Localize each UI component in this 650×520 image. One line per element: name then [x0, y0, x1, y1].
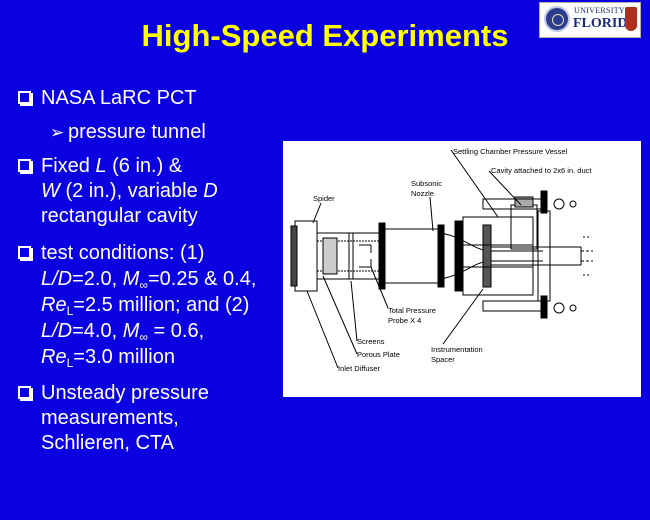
checkbox-bullet-icon [18, 246, 33, 261]
label-screens: Screens [357, 337, 385, 346]
bullet-text: W (2 in.), variable D [41, 180, 218, 202]
checkbox-bullet-icon [18, 159, 33, 174]
bullet-text: NASA LaRC PCT [41, 87, 197, 109]
bullet-text: ReL=3.0 million [41, 346, 175, 370]
slide-title: High-Speed Experiments [141, 18, 509, 53]
bullet-text: Fixed L (6 in.) & [41, 155, 183, 177]
label-inlet-diffuser: Inlet Diffuser [338, 364, 380, 373]
label-nozzle: Nozzle [411, 189, 434, 198]
logo-line-2: FLORIDA [573, 16, 638, 31]
bullet-text: Schlieren, CTA [41, 432, 175, 454]
university-seal-icon [544, 6, 570, 32]
bullet-text: L/D=2.0, M∞=0.25 & 0.4, [41, 268, 257, 292]
label-spacer: Spacer [431, 355, 455, 364]
label-cavity: Cavity attached to 2x6 in. duct [491, 166, 592, 175]
wind-tunnel-drawing: Settling Chamber Pressure Vessel Cavity … [290, 147, 593, 373]
bullet-text: ReL=2.5 million; and (2) [41, 294, 250, 318]
bullet-text: L/D=4.0, M∞ = 0.6, [41, 320, 205, 344]
label-instrumentation: Instrumentation [431, 345, 483, 354]
shield-icon [625, 7, 637, 31]
checkbox-bullet-icon [18, 386, 33, 401]
label-settling-chamber: Settling Chamber Pressure Vessel [453, 147, 568, 156]
label-probe-x4: Probe X 4 [388, 316, 421, 325]
university-logo: UNIVERSITY OF FLORIDA [539, 2, 641, 38]
logo-line-1: UNIVERSITY OF [574, 6, 638, 15]
label-spider: Spider [313, 194, 335, 203]
wind-tunnel-diagram: Settling Chamber Pressure Vessel Cavity … [283, 141, 641, 397]
label-subsonic: Subsonic [411, 179, 442, 188]
arrow-bullet-icon: ➢ [50, 123, 65, 142]
sub-bullet-text: pressure tunnel [68, 121, 206, 143]
checkbox-bullet-icon [18, 91, 33, 106]
label-porous-plate: Porous Plate [357, 350, 400, 359]
bullet-text: test conditions: (1) [41, 242, 205, 264]
bullet-text: measurements, [41, 407, 179, 429]
label-total-pressure: Total Pressure [388, 306, 436, 315]
bullet-text: Unsteady pressure [41, 382, 209, 404]
bullet-text: rectangular cavity [41, 205, 198, 227]
